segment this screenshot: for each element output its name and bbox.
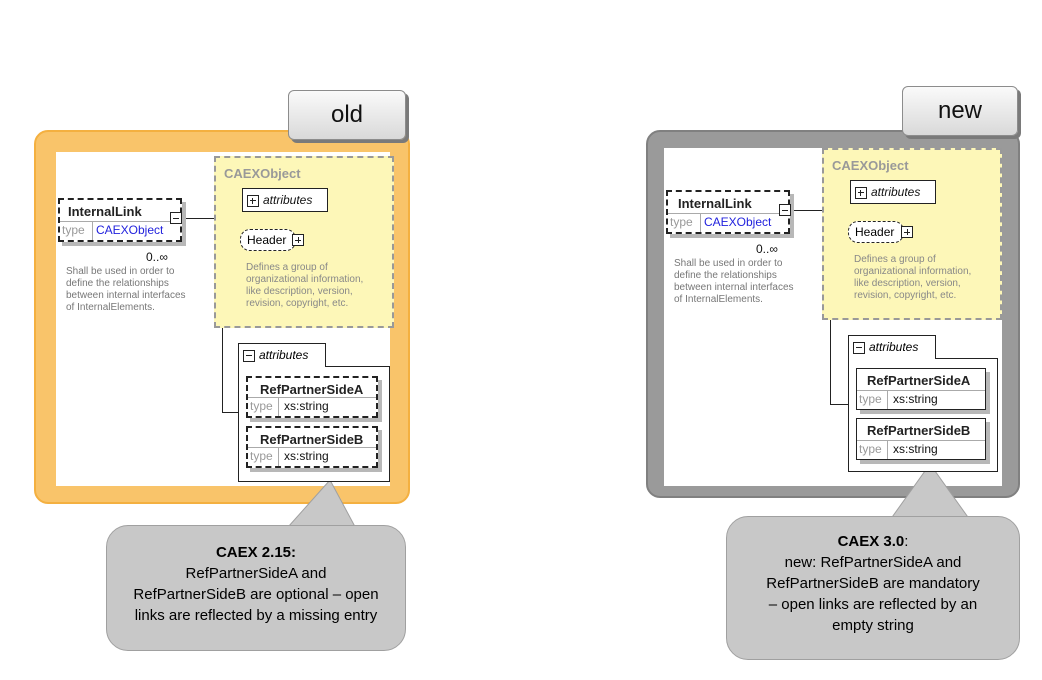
old-tag: old: [288, 90, 406, 140]
new-caexobject-description: Defines a group of organizational inform…: [854, 254, 972, 301]
new-tag: new: [902, 86, 1018, 136]
old-multiplicity: 0..∞: [146, 250, 168, 264]
old-refpartnersideb[interactable]: RefPartnerSideB type xs:string: [246, 426, 378, 468]
old-callout: CAEX 2.15: RefPartnerSideA and RefPartne…: [106, 525, 406, 651]
old-header-element[interactable]: Header: [240, 229, 296, 251]
new-attributes-tab[interactable]: attributes: [848, 335, 936, 359]
collapse-icon[interactable]: [243, 349, 255, 362]
old-internallink-type[interactable]: CAEXObject: [96, 223, 164, 237]
new-refpartnersidea[interactable]: RefPartnerSideA type xs:string: [856, 368, 986, 410]
new-caexobject-title: CAEXObject: [832, 158, 909, 173]
expand-icon[interactable]: [855, 186, 867, 199]
old-collapse-icon[interactable]: [170, 212, 182, 224]
new-multiplicity: 0..∞: [756, 242, 778, 256]
new-refpartnersideb[interactable]: RefPartnerSideB type xs:string: [856, 418, 986, 460]
new-collapse-icon[interactable]: [779, 204, 791, 216]
collapse-icon[interactable]: [853, 341, 865, 354]
expand-icon[interactable]: [247, 194, 259, 207]
new-header-element[interactable]: Header: [848, 221, 904, 243]
new-internallink-name: InternalLink: [678, 196, 752, 211]
old-refpartnersidea[interactable]: RefPartnerSideA type xs:string: [246, 376, 378, 418]
new-internallink-description: Shall be used in order to define the rel…: [674, 258, 794, 305]
new-caexobject-attributes[interactable]: attributes: [850, 180, 936, 204]
old-caexobject-title: CAEXObject: [224, 166, 301, 181]
old-internallink-description: Shall be used in order to define the rel…: [66, 266, 186, 313]
old-attributes-tab[interactable]: attributes: [238, 343, 326, 367]
old-internallink-name: InternalLink: [68, 204, 142, 219]
old-internallink-element[interactable]: InternalLink type CAEXObject: [58, 198, 182, 242]
new-internallink-type[interactable]: CAEXObject: [704, 215, 772, 229]
old-caexobject-group: CAEXObject Defines a group of organizati…: [214, 156, 394, 328]
old-caexobject-description: Defines a group of organizational inform…: [246, 262, 364, 309]
old-caexobject-attributes[interactable]: attributes: [242, 188, 328, 212]
new-callout: CAEX 3.0: new: RefPartnerSideA and RefPa…: [726, 516, 1020, 660]
old-header-expand-icon[interactable]: [292, 234, 304, 246]
new-internallink-element[interactable]: InternalLink type CAEXObject: [666, 190, 790, 234]
new-header-expand-icon[interactable]: [901, 226, 913, 238]
